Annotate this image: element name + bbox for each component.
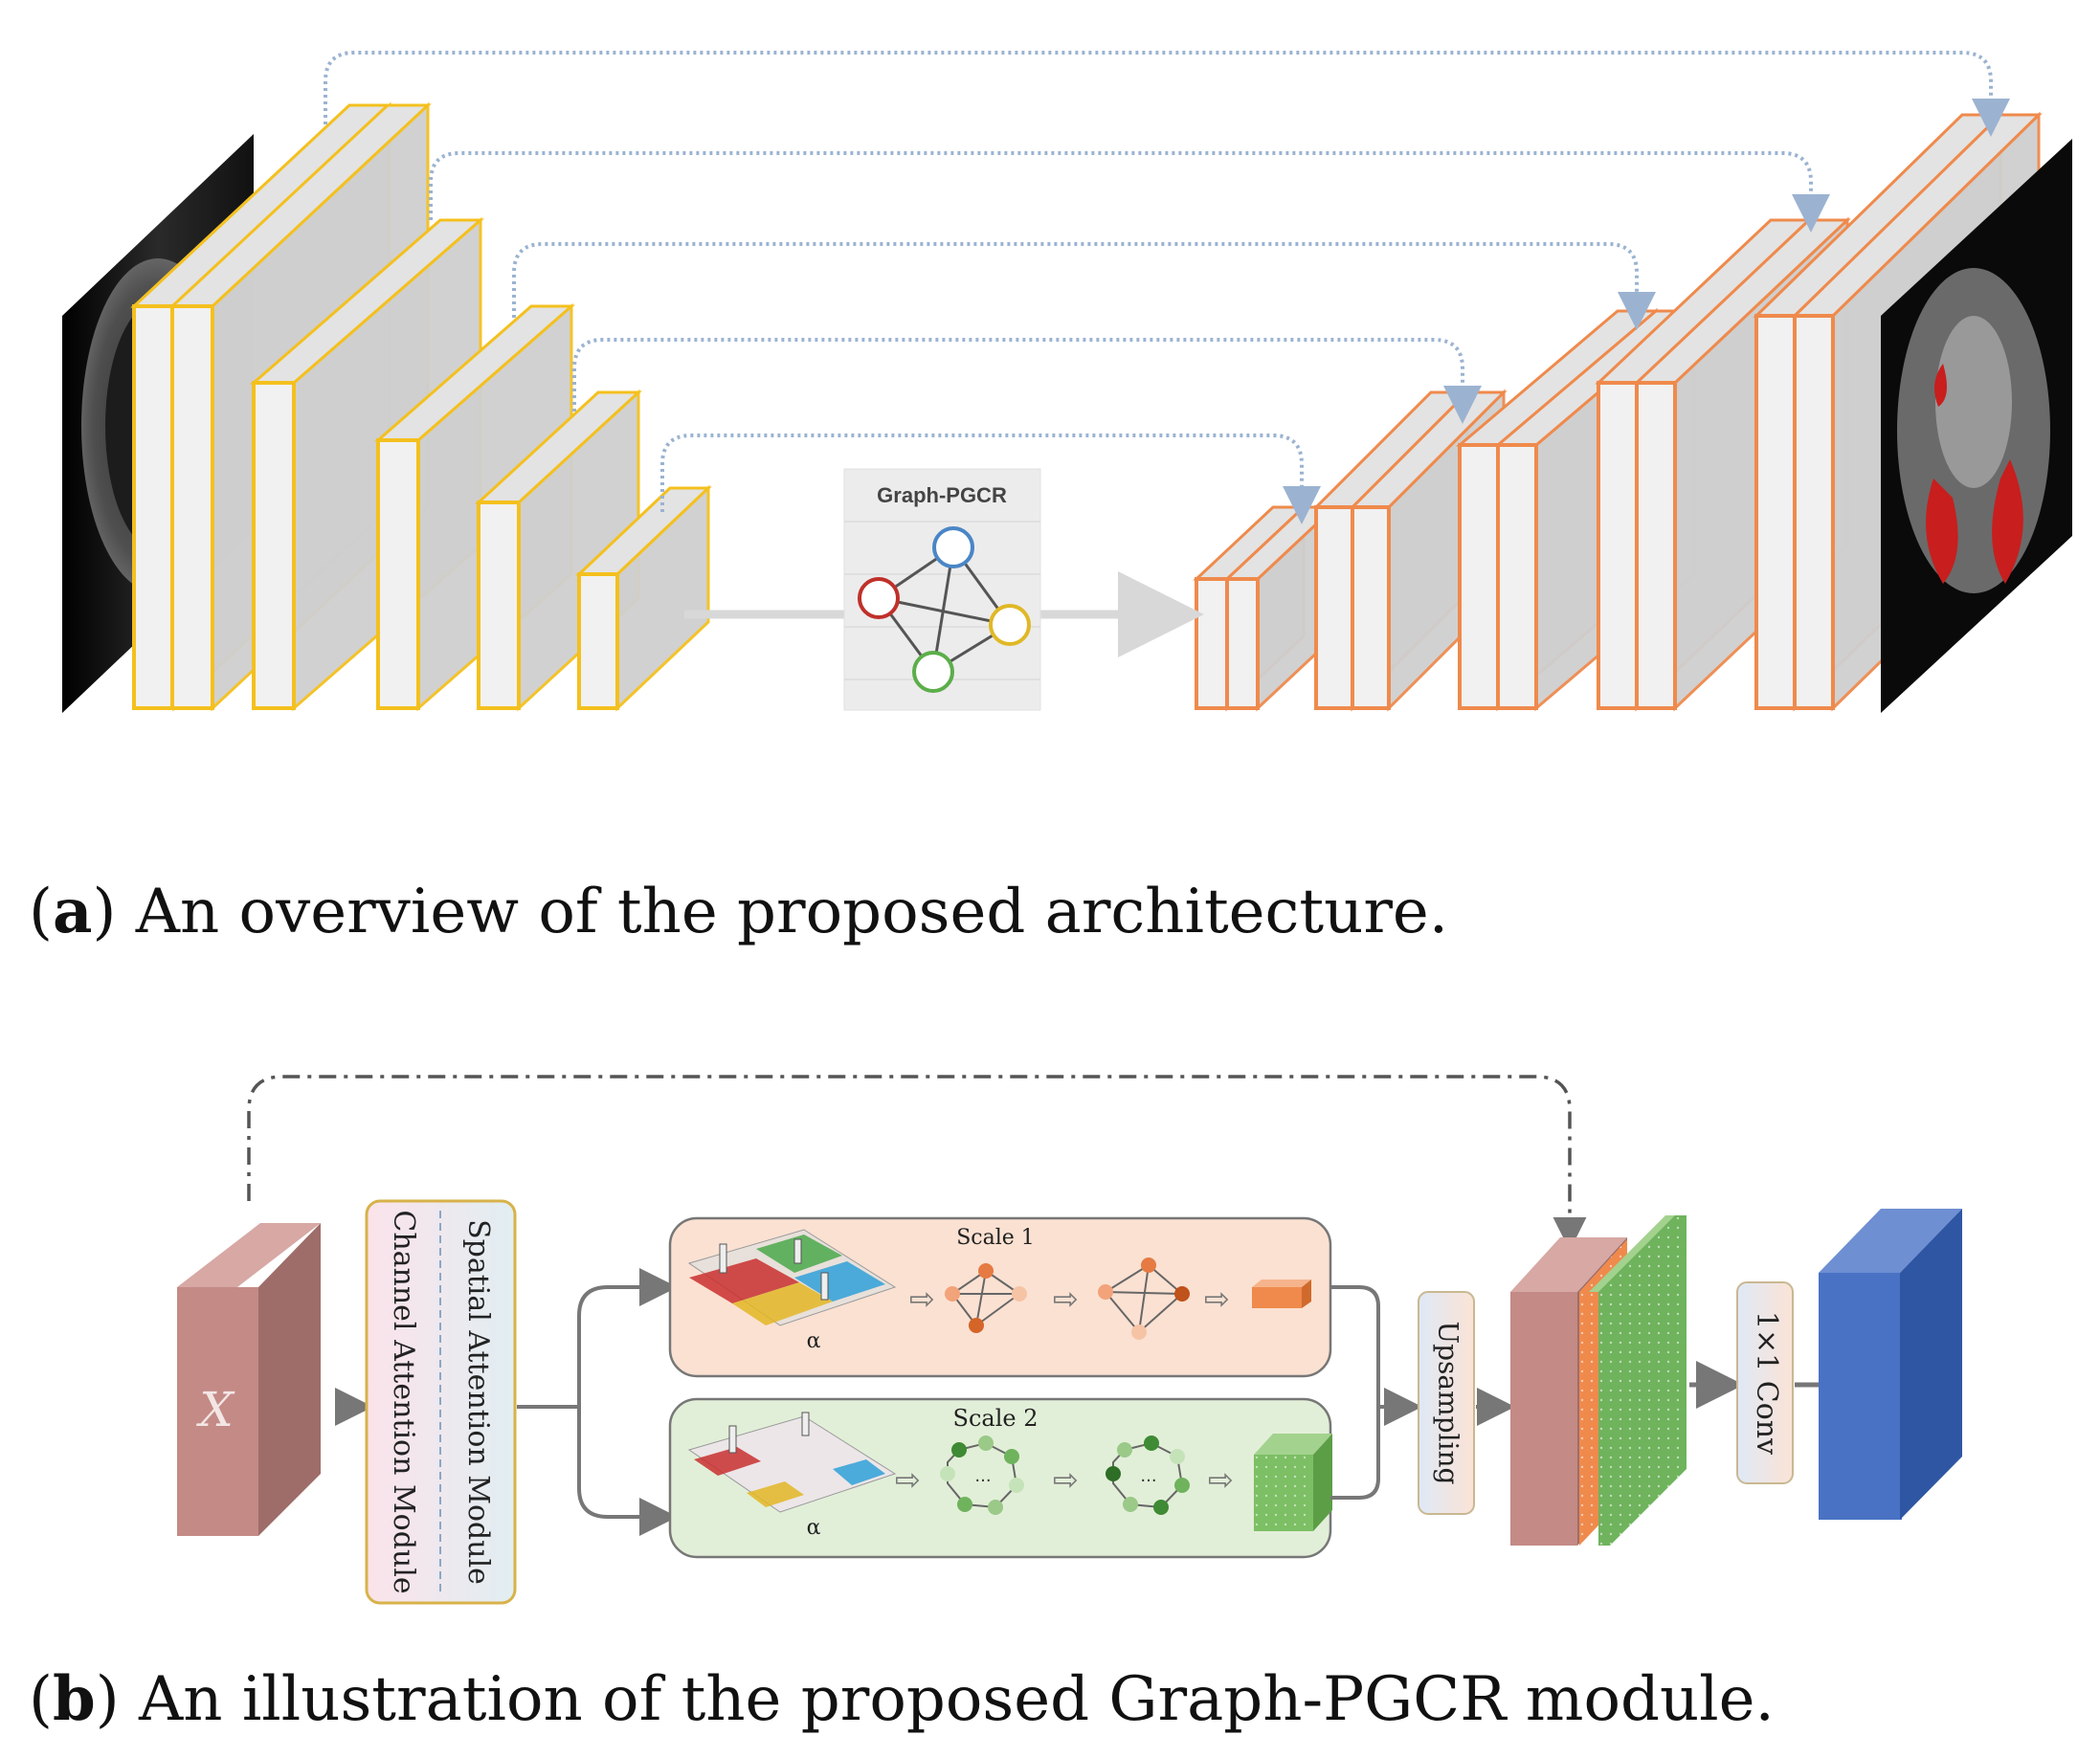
caption-b: (b) An illustration of the proposed Grap… (29, 1663, 1775, 1735)
scale1-label: Scale 1 (956, 1226, 1035, 1250)
scale1-grid: α (687, 1229, 897, 1353)
concat-feature-stack (1510, 1215, 1687, 1546)
scale1-branch: Scale 1 α ⇨ (668, 1216, 1332, 1378)
graph-pgcr-title: Graph-PGCR (877, 483, 1007, 507)
scale2-label: Scale 2 (953, 1405, 1039, 1432)
skip-connection-4 (572, 338, 1482, 424)
caption-a-letter: a (52, 876, 93, 947)
scale2-arrow-3: ⇨ (1208, 1461, 1234, 1498)
skip-connection-3 (512, 242, 1656, 330)
branch-arrow-scale1 (577, 1268, 678, 1407)
attention-module: Spatial Attention Module Channel Attenti… (365, 1199, 517, 1605)
scale2-graph1-ellipsis: ... (974, 1466, 991, 1486)
graph-node-yellow (989, 604, 1031, 646)
skip-connection-5 (660, 434, 1321, 524)
encoder-block-6 (575, 484, 712, 712)
scale1-arrow-1: ⇨ (909, 1280, 935, 1317)
output-feature-block (1819, 1209, 1962, 1520)
caption-b-text: An illustration of the proposed Graph-PG… (139, 1664, 1775, 1735)
scale1-feature-cube (1252, 1280, 1311, 1308)
skip-connections (324, 51, 2010, 524)
caption-a-text: An overview of the proposed architecture… (135, 877, 1449, 947)
input-x-label: X (195, 1382, 235, 1437)
graph-node-red (858, 577, 900, 619)
scale2-graph2-ellipsis: ... (1140, 1466, 1156, 1486)
input-feature-block: X (177, 1223, 321, 1536)
scale1-arrow-2: ⇨ (1053, 1280, 1079, 1317)
scale2-branch: Scale 2 α ⇨ ... ⇨ (668, 1397, 1332, 1559)
scale2-grid: α (687, 1412, 897, 1540)
panel-a: Graph-PGCR (62, 51, 2072, 713)
caption-b-letter: b (52, 1663, 96, 1735)
encoder-block-5 (475, 389, 642, 712)
skip-connection-2 (429, 151, 1830, 233)
merge-arrow-scale2 (1330, 1407, 1380, 1500)
upsampling-label: Upsampling (1433, 1322, 1464, 1485)
channel-attention-label: Channel Attention Module (387, 1210, 420, 1593)
scale2-arrow-2: ⇨ (1053, 1461, 1079, 1498)
scale2-graph-1: ... (940, 1435, 1024, 1515)
graph-pgcr-box: Graph-PGCR (843, 468, 1041, 711)
graph-node-green (912, 651, 954, 693)
skip-connection-1 (324, 51, 2010, 137)
branch-arrow-scale2 (577, 1407, 678, 1536)
upsampling-block: Upsampling (1418, 1291, 1475, 1515)
scale1-arrow-3: ⇨ (1204, 1280, 1230, 1317)
decoder-blocks (1193, 111, 2043, 712)
graph-node-blue (932, 526, 974, 568)
scale2-alpha: α (807, 1516, 821, 1540)
scale2-arrow-1: ⇨ (895, 1461, 921, 1498)
scale1-graph-2 (1098, 1257, 1190, 1340)
conv-block: 1×1 Conv (1736, 1281, 1794, 1484)
scale2-feature-cube (1254, 1434, 1332, 1531)
caption-a: (a) An overview of the proposed architec… (29, 876, 1449, 947)
panel-b: X Spatial Attention Module Channel Atten… (177, 1075, 1962, 1605)
spatial-attention-label: Spatial Attention Module (461, 1219, 495, 1585)
residual-connection (247, 1075, 1587, 1251)
merge-arrow-scale1 (1330, 1285, 1422, 1426)
scale2-graph-2: ... (1106, 1435, 1190, 1515)
encoder-blocks (130, 101, 712, 712)
output-ct-image (1881, 139, 2072, 713)
scale1-alpha: α (807, 1329, 821, 1353)
scale1-graph-1 (945, 1263, 1027, 1333)
conv-label: 1×1 Conv (1750, 1311, 1783, 1455)
